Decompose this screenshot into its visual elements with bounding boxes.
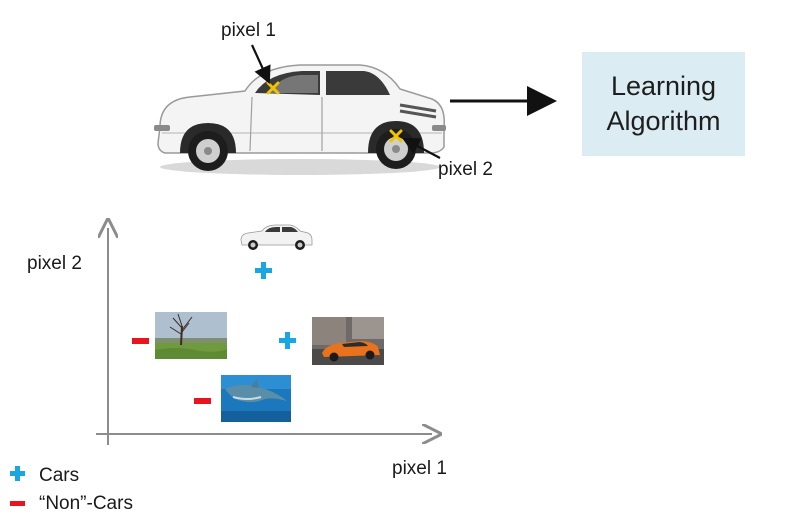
sportscar-thumbnail [312,317,384,365]
learning-box-line1: Learning [610,71,717,101]
legend-item-cars: Cars [39,465,80,486]
pixel2-label: pixel 2 [438,159,493,180]
minus-marker-dolphin [194,398,211,404]
plus-marker-car [255,262,272,279]
main-car-image [150,55,450,185]
legend-markers [10,466,25,506]
learning-algorithm-box: Learning Algorithm [582,52,745,156]
legend: Cars “Non”-Cars [0,460,200,517]
sports-car-icon [312,317,384,365]
legend-minus-icon [10,501,25,506]
car-icon [154,64,446,175]
y-axis-label: pixel 2 [27,253,82,274]
x-axis-label: pixel 1 [392,458,447,479]
pixel1-pointer-arrow [250,44,271,85]
tree-thumbnail [155,312,227,359]
minus-marker-tree [132,338,149,344]
pixel1-label: pixel 1 [221,20,276,41]
car-thumbnail [238,222,314,254]
pixel2-marker-icon [389,129,403,143]
legend-item-noncars: “Non”-Cars [39,493,133,514]
pixel1-marker-icon [266,81,280,95]
dolphin-icon [221,375,291,422]
car-icon [240,224,313,250]
plus-marker-sportscar [279,332,296,349]
tree-landscape-icon [155,312,227,359]
legend-plus-icon [10,466,25,481]
dolphin-thumbnail [221,375,291,422]
learning-box-line2: Algorithm [606,106,721,136]
pixel2-pointer-arrow [402,137,441,159]
